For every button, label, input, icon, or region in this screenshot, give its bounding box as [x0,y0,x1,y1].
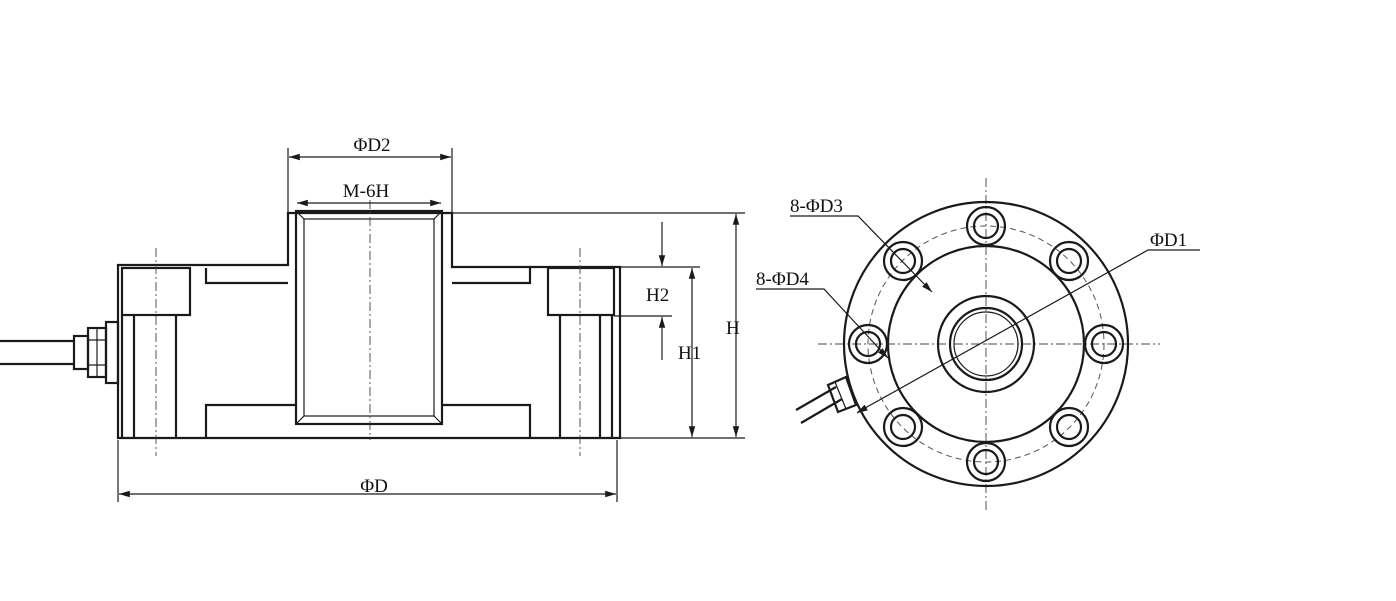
outer-flange [842,200,1130,488]
mounting-hole [965,205,1007,247]
label-m-6h: M-6H [343,181,390,202]
top-view: 8-ΦD3 8-ΦD4 ΦD1 [756,178,1200,512]
cable-gland [0,320,120,385]
side-view-dimensions: ΦD2 M-6H H2 H1 H ΦD [117,135,745,502]
bolt-circle [867,225,1105,463]
mounting-hole [882,240,924,282]
label-8-phi-d3: 8-ΦD3 [790,196,843,217]
mounting-hole [847,323,889,365]
threaded-bore [294,209,444,426]
label-phi-d: ΦD [360,476,388,497]
label-h1: H1 [678,343,701,364]
mounting-hole [1048,240,1090,282]
side-view-body-outline [116,211,622,440]
mounting-hole [1048,406,1090,448]
top-view-cable [795,375,858,424]
label-h2: H2 [646,285,669,306]
label-phi-d2: ΦD2 [353,135,390,156]
right-counterbore [546,266,616,317]
mounting-hole [882,406,924,448]
mounting-hole [1083,323,1125,365]
label-phi-d1: ΦD1 [1150,230,1187,251]
side-view [0,200,622,456]
loading-button [936,294,1036,394]
mounting-hole [965,441,1007,483]
mounting-holes [847,205,1125,483]
label-8-phi-d4: 8-ΦD4 [756,269,809,290]
label-h: H [726,318,740,339]
